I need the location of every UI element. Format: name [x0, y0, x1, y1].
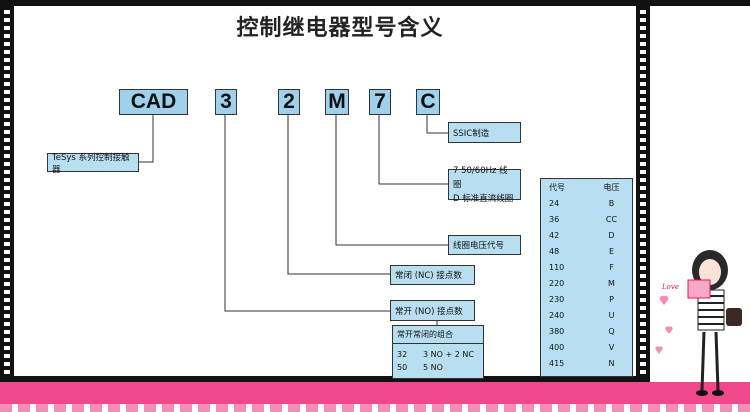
code-m: M [325, 89, 349, 115]
voltage-table-header: 代号 电压 [541, 179, 632, 196]
right-film-strip [636, 6, 650, 382]
heart-icons [655, 295, 673, 354]
voltage-code: 380 [549, 327, 565, 336]
page-title: 控制继电器型号含义 [236, 16, 444, 41]
code-cad: CAD [119, 89, 188, 115]
voltage-row: 42 D [541, 228, 632, 244]
connector-cad [139, 113, 154, 163]
voltage-code: 42 [549, 231, 560, 240]
voltage-row: 415 N [541, 356, 632, 372]
striped-shirt [698, 295, 724, 325]
code-2: 2 [278, 89, 300, 115]
face [699, 259, 721, 285]
combination-value: 5 NO [423, 363, 443, 372]
coil-type-line-dc: D 标准直流线圈 [453, 193, 514, 204]
voltage-letter: D [608, 231, 615, 240]
voltage-letter: F [609, 263, 614, 272]
voltage-row: 24 B [541, 196, 632, 212]
striped-legs [700, 331, 720, 391]
voltage-letter: U [608, 311, 615, 320]
voltage-code: 36 [549, 215, 560, 224]
coil-type-line-ac: 7 50/60Hz 线圈 [453, 165, 508, 190]
voltage-row: 380 Q [541, 324, 632, 340]
combination-header: 常开常闭的组合 [393, 326, 483, 344]
voltage-row: 230 P [541, 292, 632, 308]
connector-7 [378, 113, 448, 185]
code-7: 7 [369, 89, 391, 115]
voltage-letter: N [608, 359, 615, 368]
combination-code: 50 [397, 363, 408, 372]
voltage-code: 220 [549, 279, 565, 288]
voltage-letter: V [608, 343, 615, 352]
voltage-letter: Q [608, 327, 615, 336]
voltage-code: 240 [549, 311, 565, 320]
voltage-code: 415 [549, 359, 565, 368]
label-coil-type: 7 50/60Hz 线圈 D 标准直流线圈 [448, 166, 521, 204]
voltage-code-table: 代号 电压 24 B 36 CC 42 D 48 E 110 F 220 M 230 P 24… [540, 178, 633, 377]
voltage-code: 230 [549, 295, 565, 304]
love-text: Love [662, 283, 679, 291]
label-ssic: SSIC制造 [448, 122, 521, 143]
pink-stripe-bar [0, 404, 750, 412]
label-coil-voltage-code: 线圈电压代号 [448, 235, 521, 255]
voltage-row: 36 CC [541, 212, 632, 228]
header-voltage: 电压 [603, 183, 620, 192]
frame-inner-bottom [14, 376, 636, 382]
voltage-row: 240 U [541, 308, 632, 324]
voltage-code: 48 [549, 247, 560, 256]
voltage-row: 48 E [541, 244, 632, 260]
combination-table: 常开常闭的组合 32 3 NO + 2 NC 50 5 NO [392, 325, 484, 379]
code-c: C [416, 89, 440, 115]
handbag [726, 308, 742, 326]
shoe-left [696, 390, 708, 396]
voltage-row: 220 M [541, 276, 632, 292]
voltage-row: 400 V [541, 340, 632, 356]
header-code: 代号 [549, 183, 565, 192]
voltage-code: 110 [549, 263, 565, 272]
voltage-letter: M [608, 279, 615, 288]
voltage-letter: P [609, 295, 614, 304]
label-no-contacts: 常开 (NO) 接点数 [390, 300, 475, 321]
girl-illustration [655, 250, 742, 396]
code-3: 3 [215, 89, 237, 115]
voltage-letter: B [608, 199, 615, 208]
left-film-strip [0, 6, 14, 382]
combination-row: 50 5 NO [393, 361, 483, 374]
voltage-letter: E [608, 247, 615, 256]
label-nc-contacts: 常闭 (NC) 接点数 [390, 265, 475, 285]
frame-top-border [0, 0, 750, 6]
voltage-letter: CC [605, 215, 618, 224]
checkered-gift [687, 279, 711, 299]
combination-value: 3 NO + 2 NC [423, 350, 474, 359]
voltage-code: 24 [549, 199, 560, 208]
label-tesys-series: TeSys 系列控制接触器 [47, 153, 139, 175]
connector-2 [287, 113, 390, 275]
shoe-right [712, 390, 724, 396]
connector-c [426, 113, 448, 134]
connector-3 [224, 113, 390, 312]
combination-code: 32 [397, 350, 408, 359]
combination-row: 32 3 NO + 2 NC [393, 348, 483, 361]
connector-m [335, 113, 448, 246]
voltage-row: 110 F [541, 260, 632, 276]
voltage-code: 400 [549, 343, 565, 352]
